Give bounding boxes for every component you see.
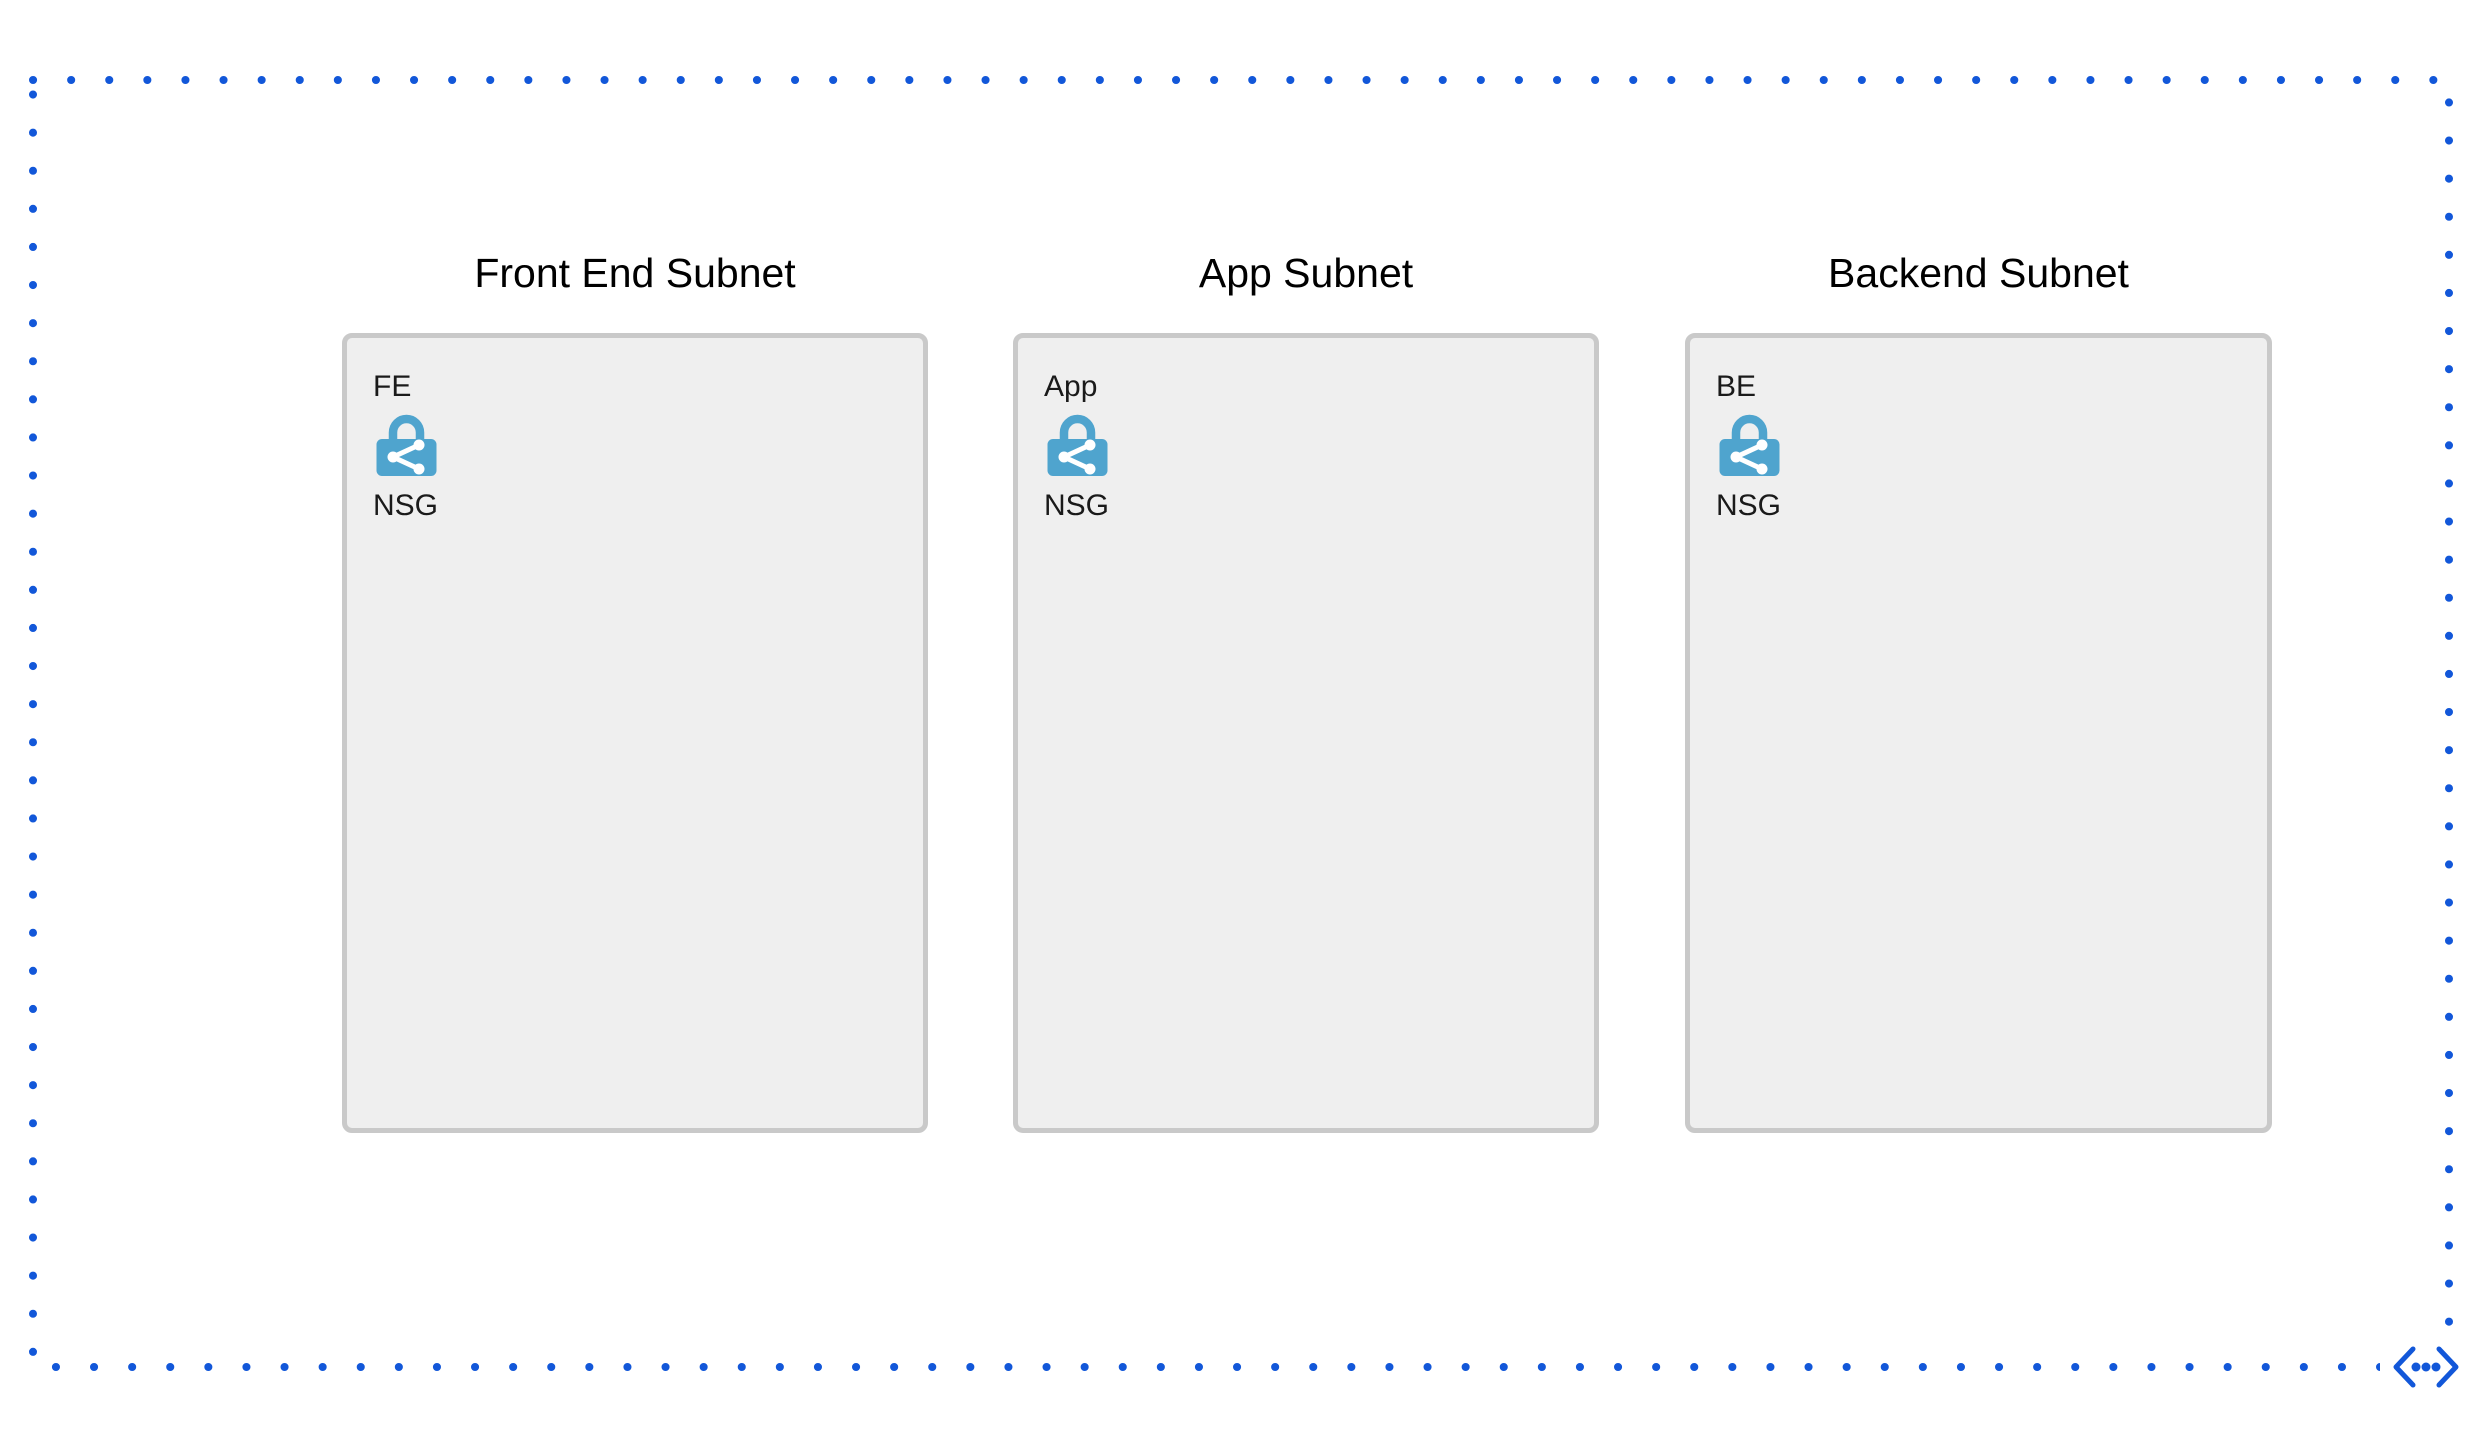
lock-body — [1719, 439, 1780, 476]
vnet-border-rect — [29, 76, 2453, 1371]
subnet-box-label: BE — [1716, 370, 1757, 403]
lock-shackle — [1731, 414, 1768, 452]
dots — [2411, 1362, 2441, 1372]
vnet-chevron-dots-icon — [2393, 1346, 2459, 1388]
nsg-lock-icon[interactable] — [376, 414, 437, 476]
subnet-group-frontend[interactable]: Front End Subnet FE NSG — [342, 249, 928, 1133]
lock-body — [1047, 439, 1108, 476]
subnet-title: Front End Subnet — [474, 250, 796, 296]
subnet-title: Backend Subnet — [1828, 250, 2129, 296]
nsg-label: NSG — [1716, 489, 1782, 522]
subnet-box[interactable]: App NSG — [1013, 333, 1599, 1133]
subnet-box[interactable]: BE NSG — [1685, 333, 2272, 1133]
subnet-group-backend[interactable]: Backend Subnet BE NSG — [1685, 249, 2272, 1133]
nsg-label: NSG — [1044, 489, 1110, 522]
chevrons — [2393, 1346, 2459, 1388]
subnet-box-label: FE — [373, 370, 412, 403]
nsg-lock-icon[interactable] — [1047, 414, 1108, 476]
share-glyph — [387, 439, 425, 475]
share-glyph — [1058, 439, 1096, 475]
lock-shackle — [388, 414, 425, 452]
subnet-title: App Subnet — [1198, 250, 1414, 296]
share-glyph — [1730, 439, 1768, 475]
subnet-group-app[interactable]: App Subnet App NSG — [1013, 249, 1599, 1133]
virtual-network-icon[interactable] — [2380, 1339, 2472, 1395]
subnet-box[interactable]: FE NSG — [342, 333, 928, 1133]
nsg-label: NSG — [373, 489, 439, 522]
lock-shackle — [1059, 414, 1096, 452]
lock-body — [376, 439, 437, 476]
nsg-lock-icon[interactable] — [1719, 414, 1780, 476]
subnet-box-label: App — [1044, 370, 1098, 403]
